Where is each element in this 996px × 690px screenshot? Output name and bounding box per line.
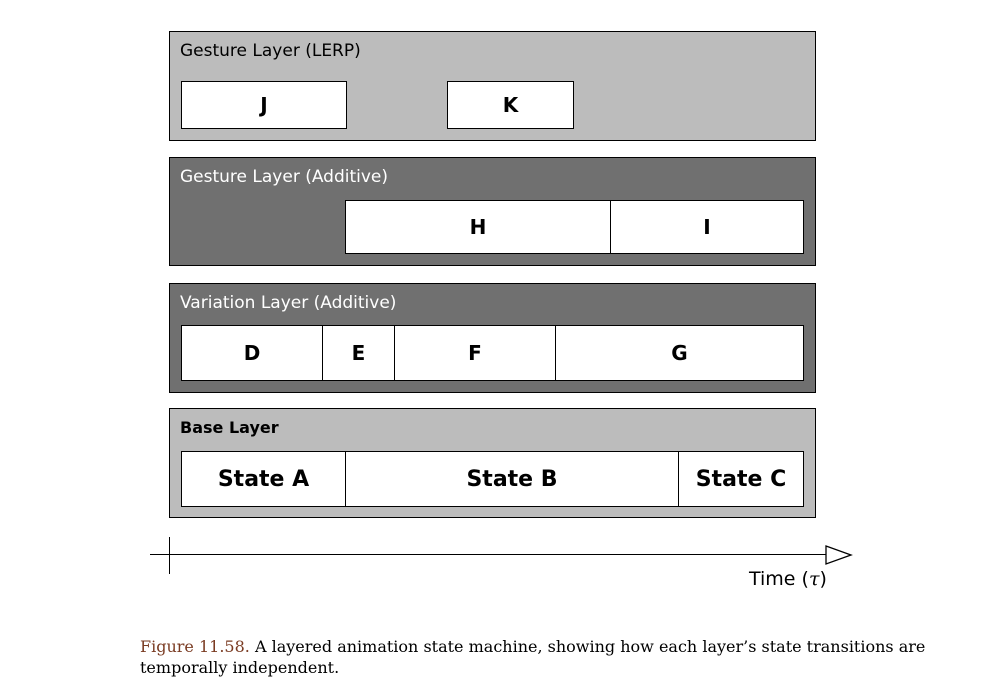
state-block-a: State A [181, 451, 346, 507]
time-axis-label: Time (τ) [749, 568, 827, 590]
gesture-additive-layer-title: Gesture Layer (Additive) [180, 167, 389, 187]
state-block-c: State C [678, 451, 804, 507]
figure-caption: Figure 11.58. A layered animation state … [140, 636, 990, 678]
state-block-g: G [555, 325, 804, 381]
gesture-lerp-layer-title: Gesture Layer (LERP) [180, 41, 361, 61]
time-axis-line [150, 554, 828, 555]
state-block-b: State B [345, 451, 679, 507]
gesture-lerp-layer: Gesture Layer (LERP) J K [169, 31, 816, 141]
state-block-d: D [181, 325, 323, 381]
variation-layer: Variation Layer (Additive) D E F G [169, 283, 816, 393]
gesture-additive-layer: Gesture Layer (Additive) H I [169, 157, 816, 266]
state-block-f: F [394, 325, 556, 381]
tau-symbol: τ [808, 568, 820, 590]
state-block-e: E [322, 325, 395, 381]
state-block-h: H [345, 200, 611, 254]
time-axis-arrowhead-icon [825, 545, 853, 565]
state-block-i: I [610, 200, 804, 254]
caption-text: A layered animation state machine, showi… [140, 637, 926, 677]
state-block-j: J [181, 81, 347, 129]
time-axis-tick [169, 537, 170, 574]
variation-layer-title: Variation Layer (Additive) [180, 293, 397, 313]
figure-label: Figure 11.58. [140, 637, 250, 656]
base-layer: Base Layer State A State B State C [169, 408, 816, 518]
state-block-k: K [447, 81, 574, 129]
base-layer-title: Base Layer [180, 418, 279, 437]
time-axis-label-text: Time ( [749, 568, 809, 590]
time-axis-label-close: ) [819, 568, 827, 590]
